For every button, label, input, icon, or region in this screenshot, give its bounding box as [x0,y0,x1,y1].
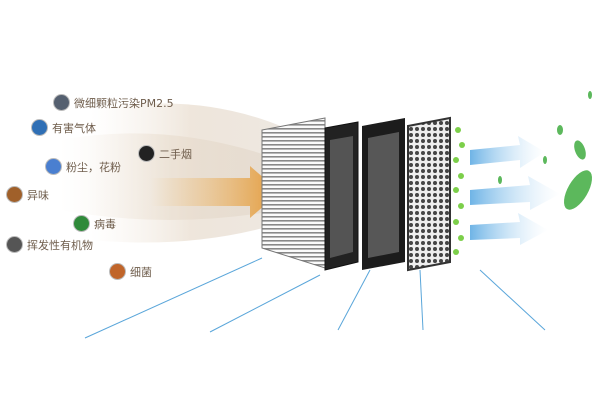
pollutant-bacteria: 细菌 [109,263,152,280]
particle-icon [53,94,70,111]
gas-icon [31,119,48,136]
pollutant-harmful-gas: 有害气体 [31,119,96,136]
virus-icon [73,215,90,232]
clean-air-arrows [470,136,560,245]
pollutant-pm25: 微细颗粒污染PM2.5 [53,94,174,111]
guide-lines [84,257,546,339]
mesh-prefilter [261,117,326,269]
pollutant-dust-pollen: 粉尘，花粉 [45,158,121,175]
pollutant-odor: 异味 [6,186,49,203]
leaves [498,91,592,210]
pollutant-smoke: 二手烟 [138,145,192,162]
pollen-icon [45,158,62,175]
pollutant-voc: 挥发性有机物 [6,236,93,253]
odor-icon [6,186,23,203]
pollutant-virus: 病毒 [73,215,116,232]
bacteria-icon [109,263,126,280]
hepa-honeycomb-filter [407,116,451,272]
smoke-icon [138,145,155,162]
ion-particles [453,127,465,255]
voc-icon [6,236,23,253]
airflow-arrow [150,166,280,218]
